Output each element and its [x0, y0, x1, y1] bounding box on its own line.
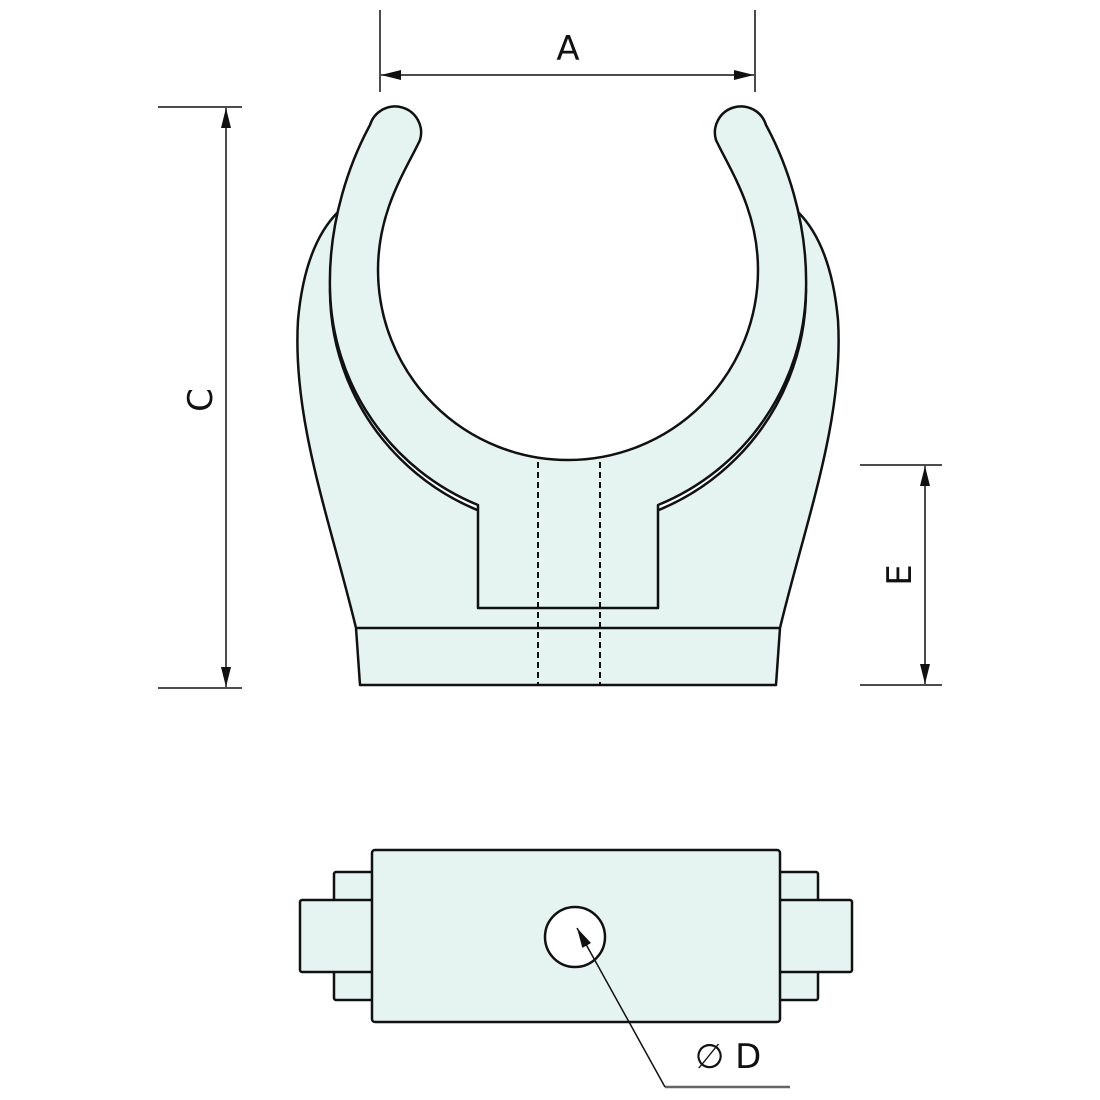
label-a: A: [556, 29, 579, 69]
dimension-c: C: [158, 106, 242, 689]
dimension-a: A: [379, 10, 756, 92]
label-c: C: [181, 388, 221, 412]
clip-ring: [328, 105, 808, 610]
label-d: ∅ D: [695, 1037, 762, 1077]
front-view: [296, 105, 840, 687]
label-e: E: [880, 564, 920, 585]
screw-hole: [543, 905, 607, 969]
dimension-e: E: [860, 464, 942, 686]
bottom-view: ∅ D: [298, 848, 854, 1089]
